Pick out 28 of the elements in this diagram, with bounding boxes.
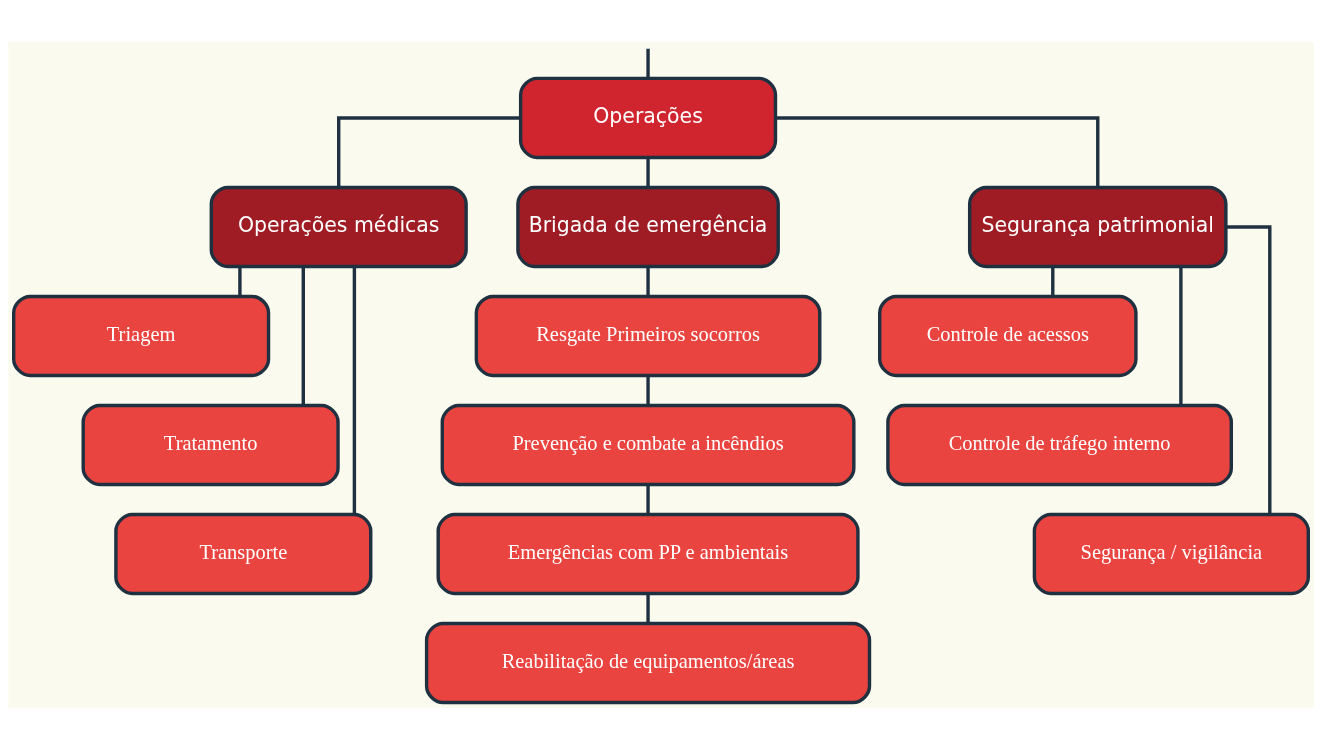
connector — [337, 115, 521, 187]
node-box: Controle de tráfego interno — [886, 403, 1233, 486]
node-box: Prevenção e combate a incêndios — [440, 403, 856, 486]
connector — [1051, 266, 1055, 296]
node-box: Operações — [518, 76, 778, 159]
connector — [646, 157, 650, 187]
connector — [1225, 224, 1272, 514]
connector — [1179, 266, 1183, 405]
node-box: Transporte — [114, 512, 373, 595]
node-box: Controle de acessos — [878, 294, 1138, 377]
connector — [646, 375, 650, 405]
node-box: Tratamento — [81, 403, 340, 486]
connector — [646, 48, 650, 78]
node-box: Operações médicas — [209, 185, 468, 268]
node-box: Emergências com PP e ambientais — [436, 512, 860, 595]
node-box: Triagem — [12, 294, 271, 377]
connector — [646, 266, 650, 296]
node-box: Resgate Primeiros socorros — [474, 294, 822, 377]
node-box: Segurança / vigilância — [1032, 512, 1310, 595]
connector — [775, 115, 1100, 187]
connector — [352, 266, 357, 514]
node-box: Segurança patrimonial — [967, 185, 1228, 268]
connector — [646, 484, 650, 514]
node-box: Reabilitação de equipamentos/áreas — [424, 621, 872, 704]
connector — [301, 266, 305, 405]
connector — [646, 593, 650, 623]
connector — [238, 266, 242, 296]
node-box: Brigada de emergência — [516, 185, 780, 268]
